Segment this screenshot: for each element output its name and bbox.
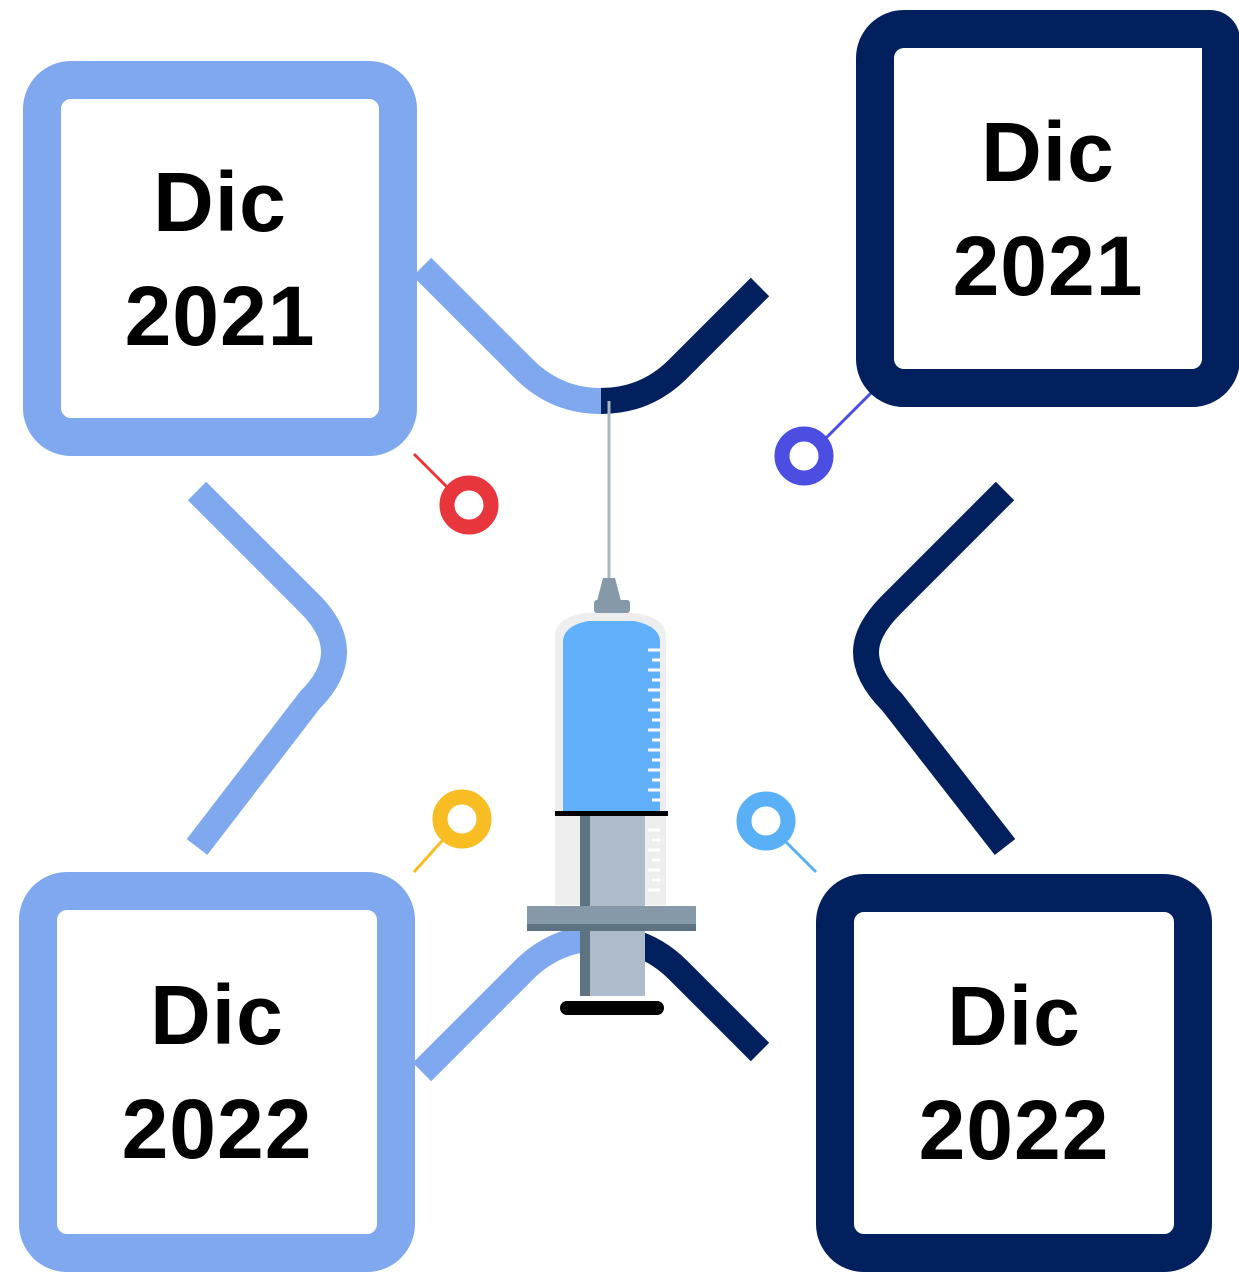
sky-ring-marker: [736, 791, 796, 851]
connector-top-right: [600, 277, 770, 414]
card-bottom-right: Dic 2022: [816, 874, 1212, 1272]
card-top-right: Dic 2021: [856, 10, 1239, 407]
card-bottom-left: Dic 2022: [19, 872, 415, 1272]
card-top-left-year: 2021: [124, 268, 316, 363]
connector-left-side: [186, 481, 348, 855]
card-bottom-left-year: 2022: [121, 1082, 313, 1176]
red-marker-leader: [412, 452, 454, 494]
syringe-icon: [527, 401, 696, 1015]
connector-top-left: [412, 257, 602, 414]
card-bottom-right-year: 2022: [918, 1083, 1110, 1177]
card-top-left-month: Dic: [153, 154, 287, 249]
card-top-right-year: 2021: [952, 218, 1144, 313]
connector-right-side: [852, 481, 1016, 855]
card-bottom-right-month: Dic: [947, 969, 1081, 1063]
red-ring-marker: [439, 475, 499, 535]
indigo-ring-marker: [774, 426, 834, 486]
card-top-left: Dic 2021: [23, 61, 417, 456]
yellow-ring-marker: [432, 789, 492, 849]
card-bottom-left-month: Dic: [150, 968, 284, 1062]
card-top-right-month: Dic: [981, 104, 1115, 199]
